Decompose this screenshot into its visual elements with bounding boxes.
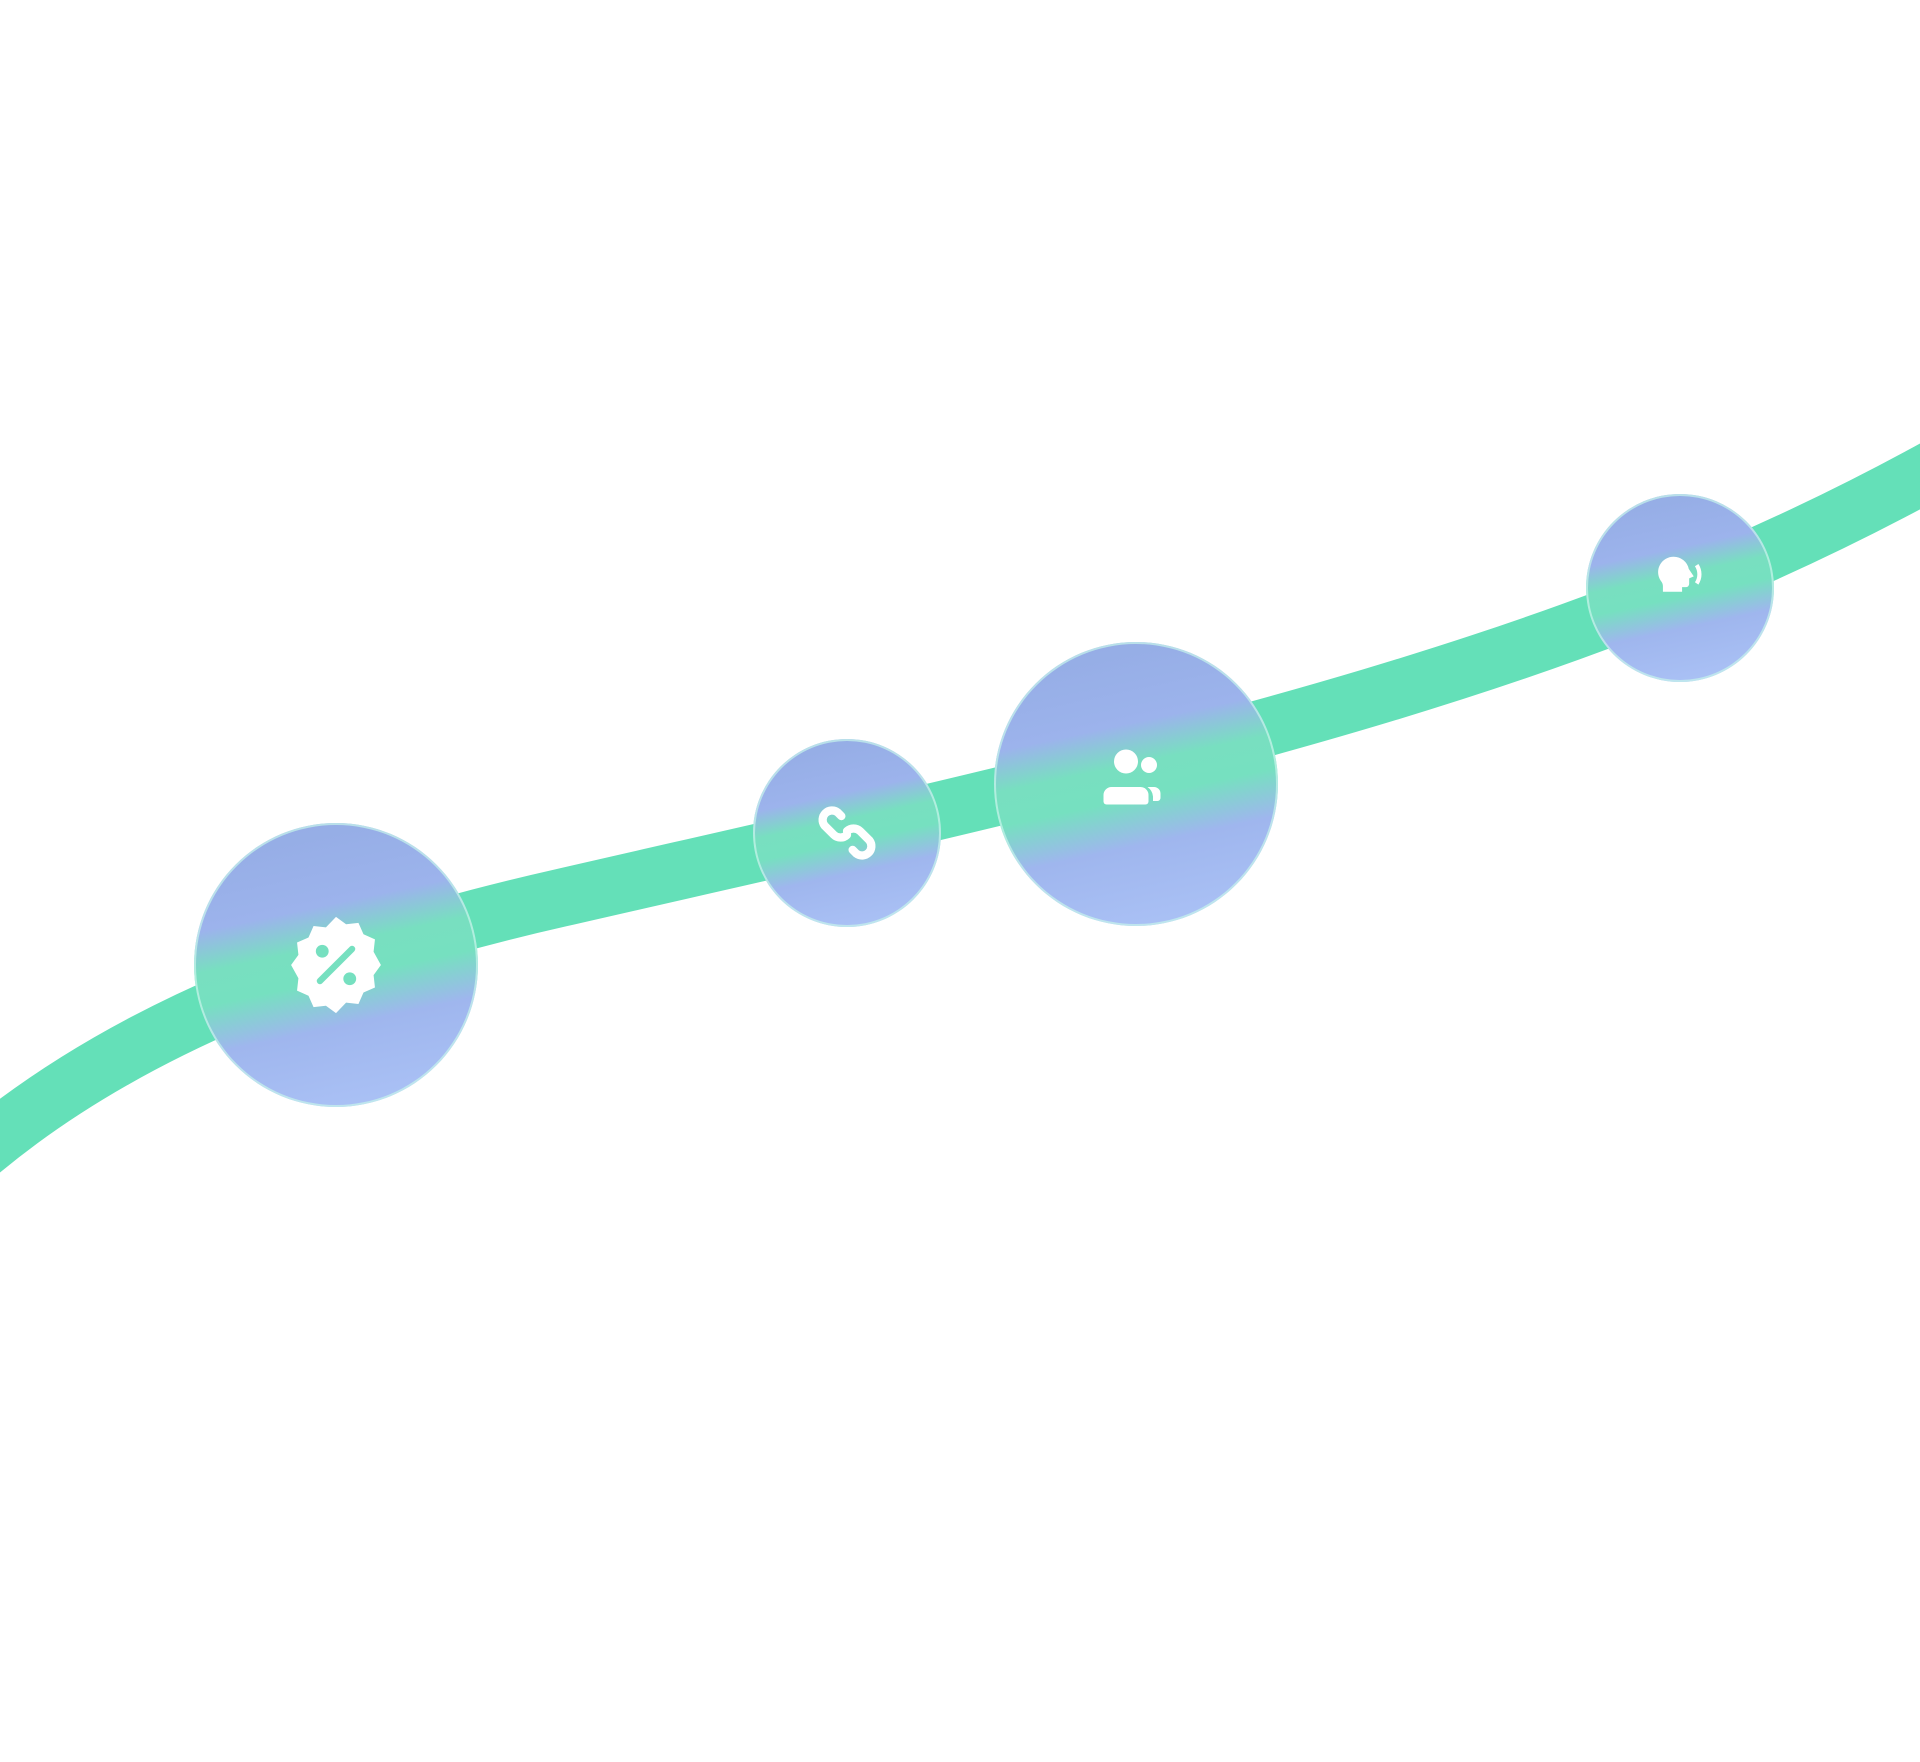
- speaking-head-icon: [1658, 556, 1702, 592]
- bubble-speaking-head[interactable]: [1586, 494, 1774, 682]
- users-icon: [1103, 749, 1161, 805]
- percent-badge-icon: [291, 916, 381, 1014]
- bubble-percent[interactable]: [194, 823, 478, 1107]
- bubble-users[interactable]: [994, 642, 1278, 926]
- link-icon: [818, 806, 876, 860]
- bubble-link[interactable]: [753, 739, 941, 927]
